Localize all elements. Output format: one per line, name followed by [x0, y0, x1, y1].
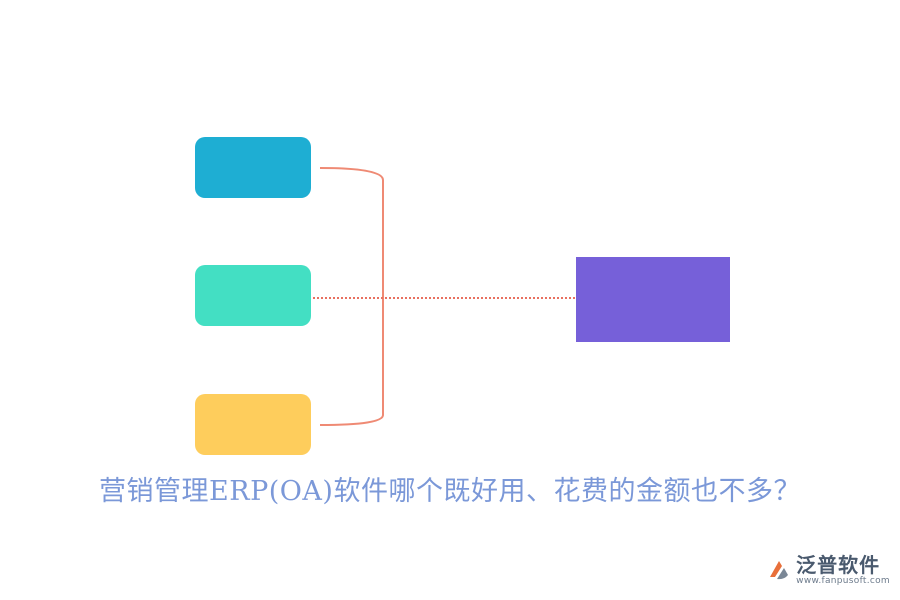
logo-url: www.fanpusoft.com — [796, 576, 890, 586]
logo-mark-icon — [770, 561, 789, 580]
source-box-blue — [195, 137, 311, 198]
logo-name: 泛普软件 — [796, 553, 881, 577]
source-box-teal — [195, 265, 311, 326]
bracket-connector — [319, 167, 384, 426]
target-box-purple — [576, 257, 730, 342]
brand-logo: 泛普软件 www.fanpusoft.com — [766, 554, 890, 586]
source-box-yellow — [195, 394, 311, 455]
caption-title: 营销管理ERP(OA)软件哪个既好用、花费的金额也不多？ — [99, 476, 801, 507]
